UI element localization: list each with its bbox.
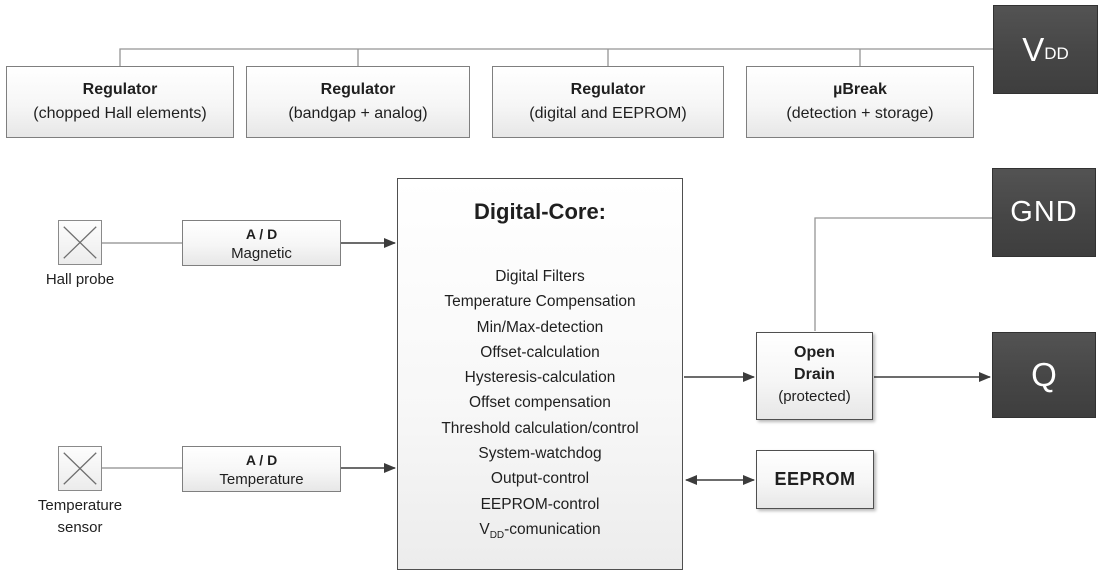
microbreak-title: µBreak: [833, 81, 887, 98]
digital-core-title: Digital-Core:: [474, 199, 606, 224]
regulator-hall-box: Regulator (chopped Hall elements): [6, 66, 234, 138]
open-drain-title-line1: Open: [794, 344, 835, 361]
regulator-hall-title: Regulator: [82, 81, 158, 98]
vdd-power-rail-wire: [119, 48, 993, 66]
cross-icon: [63, 452, 97, 485]
hall-probe-symbol: [58, 220, 102, 265]
core-function: Temperature Compensation: [444, 293, 636, 311]
temperature-sensor-label-line2: sensor: [57, 519, 103, 536]
regulator-hall-subtitle: (chopped Hall elements): [33, 105, 207, 122]
regulator-digital-box: Regulator (digital and EEPROM): [492, 66, 724, 138]
adc-temperature-title: A / D: [245, 452, 278, 468]
open-drain-title-line2: Drain: [794, 366, 835, 383]
regulator-bandgap-box: Regulator (bandgap + analog): [246, 66, 470, 138]
regulator-bandgap-subtitle: (bandgap + analog): [288, 105, 428, 122]
adc-temperature-subtitle: Temperature: [219, 471, 304, 488]
adc-magnetic-title: A / D: [245, 226, 278, 242]
open-drain-subtitle: (protected): [778, 388, 851, 405]
gnd-pin: GND: [992, 168, 1096, 257]
core-function: Hysteresis-calculation: [464, 369, 616, 387]
open-drain-box: Open Drain (protected): [756, 332, 873, 420]
regulator-digital-title: Regulator: [570, 81, 646, 98]
regulator-bandgap-title: Regulator: [320, 81, 396, 98]
core-function: Output-control: [490, 470, 590, 488]
core-function: Threshold calculation/control: [441, 419, 639, 437]
core-function: System-watchdog: [478, 445, 602, 463]
microbreak-box: µBreak (detection + storage): [746, 66, 974, 138]
gnd-wire: [814, 217, 992, 331]
temperature-sensor-symbol: [58, 446, 102, 491]
temperature-sensor-label: Temperature sensor: [18, 495, 142, 539]
vdd-pin-label: V: [1022, 30, 1045, 68]
core-function-vdd-comunication: VDD-comunication: [479, 520, 601, 542]
core-function: Offset compensation: [469, 394, 611, 412]
adc-temperature-box: A / D Temperature: [182, 446, 341, 492]
regulator-digital-subtitle: (digital and EEPROM): [529, 105, 687, 122]
microbreak-subtitle: (detection + storage): [786, 105, 934, 122]
core-function: EEPROM-control: [480, 495, 600, 513]
digital-core-box: Digital-Core: Digital Filters Temperatur…: [397, 178, 683, 570]
cross-icon: [63, 226, 97, 259]
digital-core-function-list: Digital Filters Temperature Compensation…: [398, 264, 682, 548]
hall-probe-label: Hall probe: [45, 271, 115, 288]
adc-magnetic-subtitle: Magnetic: [231, 245, 292, 262]
eeprom-box: EEPROM: [756, 450, 874, 509]
core-function: Offset-calculation: [480, 343, 600, 361]
core-function: Min/Max-detection: [476, 318, 604, 336]
adc-magnetic-box: A / D Magnetic: [182, 220, 341, 266]
temperature-sensor-label-line1: Temperature: [37, 497, 123, 514]
core-function: Digital Filters: [495, 268, 585, 285]
q-output-pin: Q: [992, 332, 1096, 418]
